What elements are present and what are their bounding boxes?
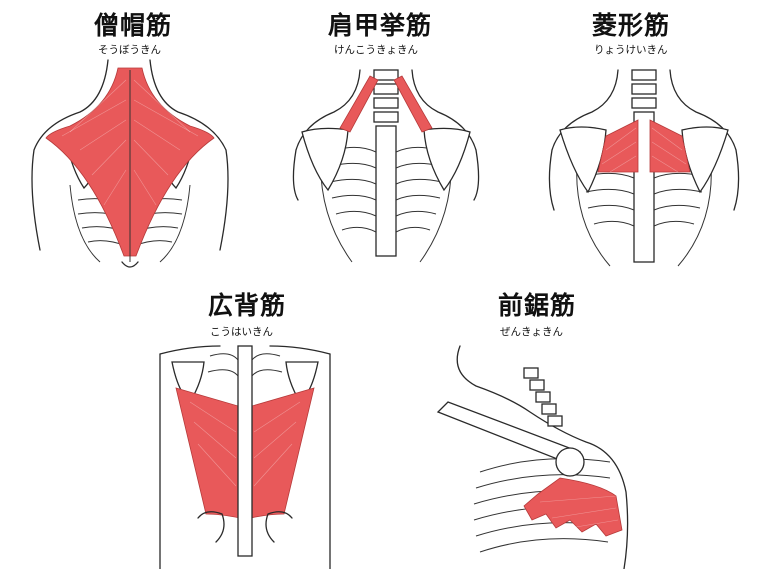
- muscle-title: 広背筋: [208, 291, 287, 320]
- muscle-title: 肩甲挙筋: [328, 11, 433, 40]
- trapezius-illustration: [31, 59, 229, 268]
- levator-muscle-right: [393, 75, 433, 133]
- spine: [523, 367, 563, 427]
- muscle-reading: こうはいきん: [210, 326, 273, 338]
- muscle-reading: けんこうきょきん: [334, 44, 418, 56]
- panel-levator: 肩甲挙筋 けんこうきょきん: [262, 0, 512, 280]
- rhomboid-muscle-right: [649, 119, 691, 173]
- latissimus-illustration: [159, 345, 331, 569]
- levator-muscle-left: [339, 75, 379, 133]
- levator-illustration: [292, 69, 480, 263]
- muscle-title: 僧帽筋: [94, 11, 173, 40]
- rhomboid-muscle-left: [597, 119, 639, 173]
- serratus-illustration: [436, 345, 629, 569]
- panel-trapezius: 僧帽筋 そうぼうきん: [0, 0, 260, 280]
- panel-rhomboid: 菱形筋 りょうけいきん: [514, 0, 778, 280]
- serratus-muscle: [523, 477, 623, 537]
- muscle-reading: ぜんきょきん: [500, 326, 563, 338]
- muscle-reading: りょうけいきん: [594, 44, 668, 56]
- muscle-title: 前鋸筋: [498, 291, 577, 320]
- panel-serratus: 前鋸筋 ぜんきょきん: [420, 282, 778, 569]
- panel-latissimus: 広背筋 こうはいきん: [150, 282, 350, 569]
- rhomboid-illustration: [548, 69, 740, 267]
- spine: [373, 69, 399, 257]
- muscle-title: 菱形筋: [592, 11, 671, 40]
- ribcage: [207, 353, 283, 377]
- muscle-reading: そうぼうきん: [98, 44, 161, 56]
- spine: [631, 69, 657, 263]
